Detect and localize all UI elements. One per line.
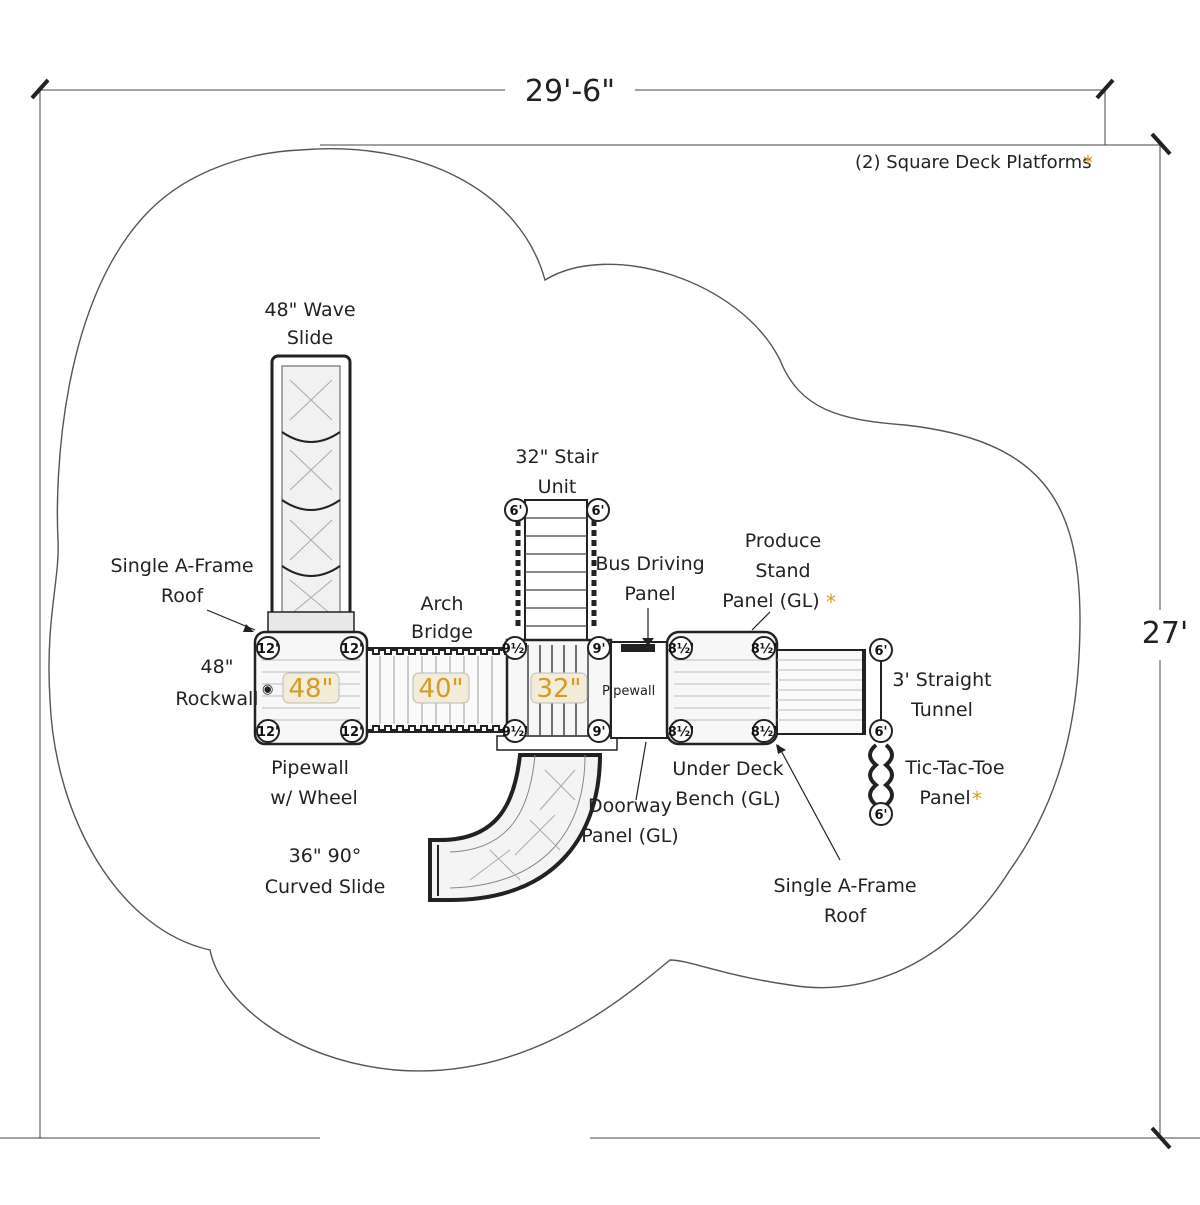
post-label: 8½' xyxy=(751,642,777,657)
tunnel-label-1: 3' Straight xyxy=(892,669,991,691)
bus-panel-label-2: Panel xyxy=(624,583,675,605)
rockwall-label-1: 48" xyxy=(201,656,234,678)
legend-note: (2) Square Deck Platforms * xyxy=(855,151,1093,175)
post-label: 9½' xyxy=(502,725,528,740)
stair-label-2: Unit xyxy=(538,476,577,498)
depth-tick-bottom xyxy=(1150,1126,1172,1150)
wave-slide xyxy=(267,354,355,633)
arrow-icon xyxy=(642,638,654,646)
legend-note-text: (2) Square Deck Platforms xyxy=(855,152,1092,173)
width-tick-right xyxy=(1095,78,1115,100)
width-tick-left xyxy=(30,78,50,100)
post-label: 12' xyxy=(257,642,279,657)
post-label: 8½' xyxy=(751,725,777,740)
post-label: 6' xyxy=(874,808,887,823)
depth-label: 27' xyxy=(1142,616,1188,651)
produce-label-2: Stand xyxy=(755,560,810,582)
component-labels: 48" Wave Slide 32" Stair Unit Single A-F… xyxy=(110,299,1004,927)
roof-right-label-1: Single A-Frame xyxy=(773,875,916,897)
arch-bridge-label-2: Bridge xyxy=(411,621,473,643)
posts-32: 9½' 9' 9½' 9' xyxy=(502,636,611,743)
tictac-label-2: Panel xyxy=(919,787,970,809)
post-label: 8½' xyxy=(668,725,694,740)
depth-dimension: 27' xyxy=(0,132,1200,1150)
post-label: 6' xyxy=(591,504,604,519)
stair-label-1: 32" Stair xyxy=(515,446,598,468)
use-zone-outline xyxy=(48,148,1081,1072)
post-label: 9' xyxy=(592,725,605,740)
posts-stair: 6' 6' xyxy=(504,498,610,522)
arch-bridge: 40" xyxy=(366,647,512,733)
legend-asterisk-icon: * xyxy=(1083,151,1093,175)
produce-asterisk-icon: * xyxy=(826,590,836,614)
width-dimension: 29'-6" xyxy=(30,74,1115,1138)
post-label: 12' xyxy=(257,725,279,740)
straight-tunnel xyxy=(776,649,866,735)
post-label: 12' xyxy=(341,725,363,740)
deck-48-height: 48" xyxy=(288,674,333,704)
post-label: 8½' xyxy=(668,642,694,657)
produce-label-1: Produce xyxy=(745,530,821,552)
bench-label-1: Under Deck xyxy=(672,758,783,780)
depth-tick-top xyxy=(1150,132,1172,156)
tunnel-label-2: Tunnel xyxy=(910,699,973,721)
curved-slide xyxy=(428,753,603,902)
posts-tunnel: 6' 6' 6' xyxy=(868,638,894,826)
deck-48: 48" ◉ xyxy=(253,630,369,746)
post-label: 6' xyxy=(874,644,887,659)
roof-left-label-1: Single A-Frame xyxy=(110,555,253,577)
tic-tac-toe-panel-mark xyxy=(868,743,894,807)
roof-right-label-2: Roof xyxy=(824,905,868,927)
bench-label-2: Bench (GL) xyxy=(675,788,780,810)
post-label: 9' xyxy=(592,642,605,657)
tictac-asterisk-icon: * xyxy=(972,787,982,811)
post-label: 12' xyxy=(341,642,363,657)
produce-label-3: Panel (GL) xyxy=(722,590,819,612)
rockwall-label-2: Rockwall xyxy=(175,688,258,710)
deck-32-height: 32" xyxy=(536,674,581,704)
wave-slide-label-1: 48" Wave xyxy=(264,299,355,321)
post-label: 6' xyxy=(874,725,887,740)
pipewall-wheel-label-1: Pipewall xyxy=(271,757,349,779)
roof-left-label-2: Roof xyxy=(161,585,205,607)
pipewall-small-label: Pipewall xyxy=(602,684,655,699)
bus-driving-panel-mark xyxy=(621,644,655,652)
wave-slide-label-2: Slide xyxy=(287,327,333,349)
post-label: 9½' xyxy=(502,642,528,657)
pipewall-wheel-label-2: w/ Wheel xyxy=(270,787,357,809)
doorway-label-2: Panel (GL) xyxy=(581,825,678,847)
curved-slide-label-2: Curved Slide xyxy=(265,876,386,898)
arch-bridge-label-1: Arch xyxy=(421,593,464,615)
leader-lines xyxy=(206,608,841,861)
width-label: 29'-6" xyxy=(525,74,615,109)
doorway-label-1: Doorway xyxy=(588,795,672,817)
arrow-icon xyxy=(243,624,254,632)
deck-40-height: 40" xyxy=(418,674,463,704)
rockwall-marker: ◉ xyxy=(262,682,273,697)
stair-unit xyxy=(515,499,597,641)
posts-85: 8½' 8½' 8½' 8½' xyxy=(668,636,777,743)
connector-walkway: Pipewall xyxy=(602,641,668,739)
post-label: 6' xyxy=(509,504,522,519)
posts-48: 12' 12' 12' 12' xyxy=(256,636,364,743)
curved-slide-label-1: 36" 90° xyxy=(289,845,362,867)
tictac-label-1: Tic-Tac-Toe xyxy=(904,757,1004,779)
bus-panel-label-1: Bus Driving xyxy=(595,553,704,575)
arrow-icon xyxy=(776,744,786,754)
